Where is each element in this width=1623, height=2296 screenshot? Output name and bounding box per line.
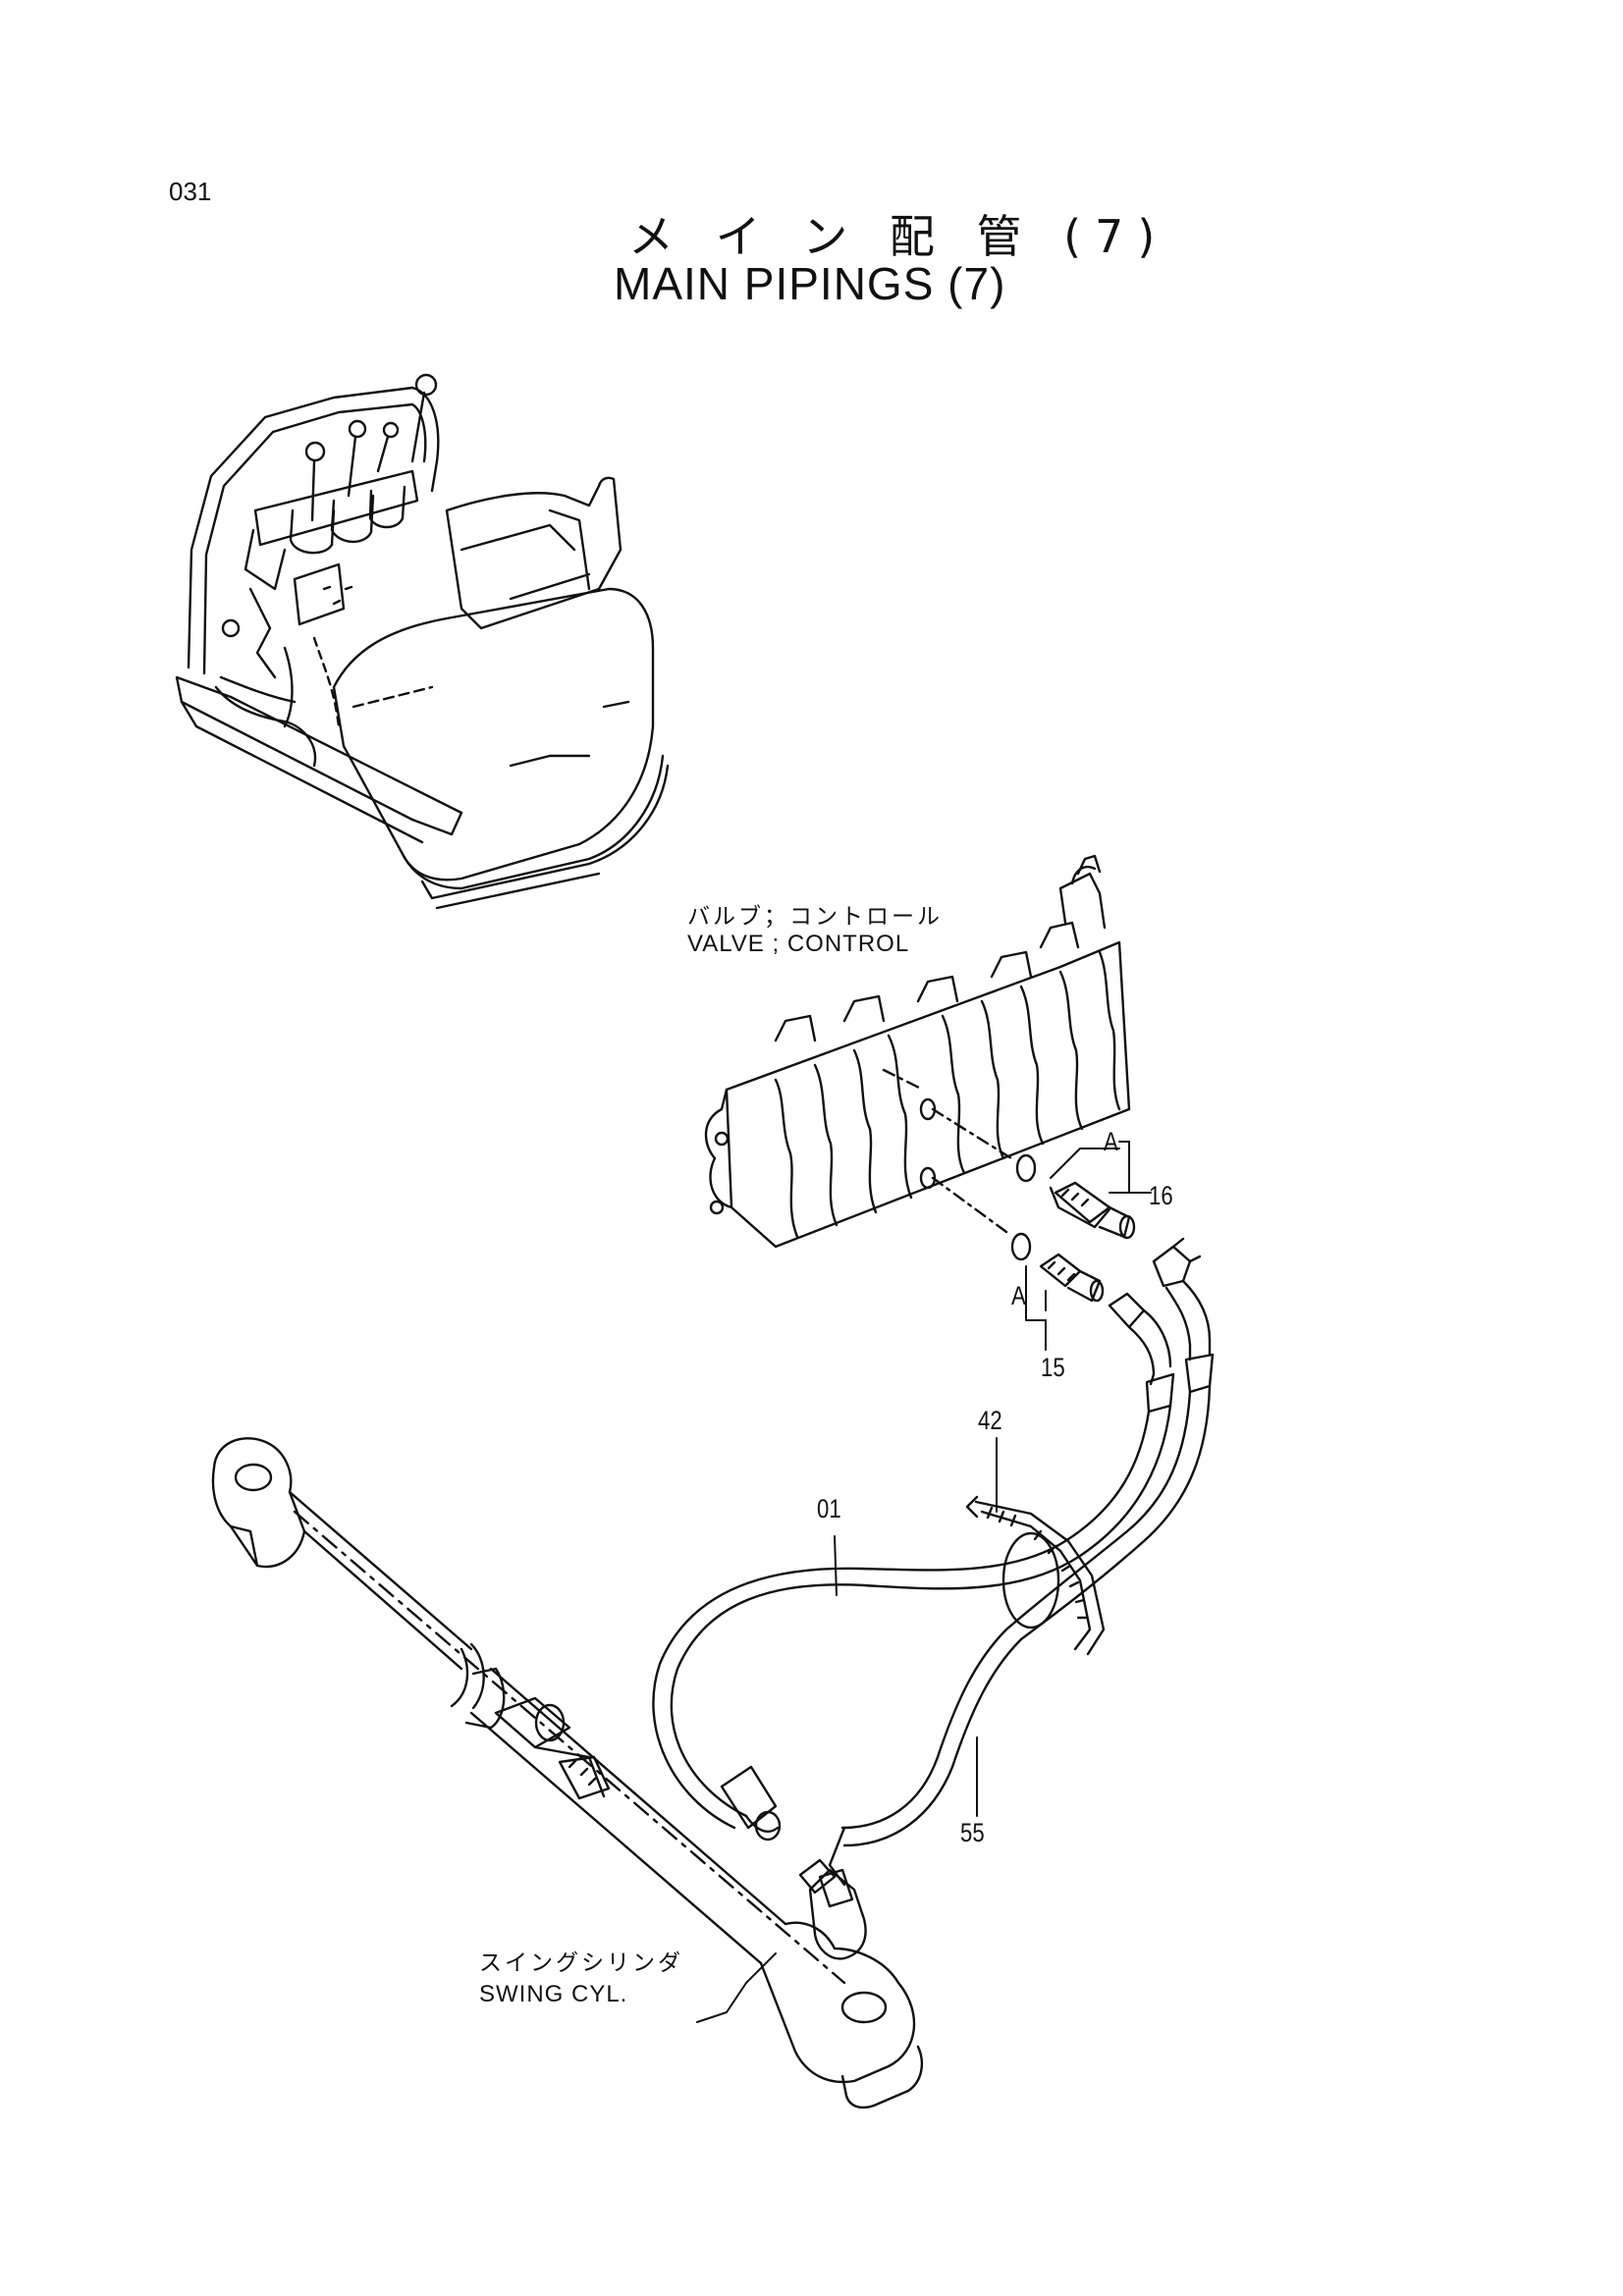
callout-ref-a-lower: A [1011, 1281, 1026, 1310]
swing-cylinder-illustration [213, 1438, 922, 2108]
callout-part-15: 15 [1041, 1353, 1065, 1382]
callout-part-16: 16 [1149, 1181, 1173, 1210]
callout-part-42: 42 [978, 1406, 1002, 1435]
machine-overview-illustration [177, 375, 668, 908]
callout-part-01: 01 [817, 1494, 841, 1523]
page-title-japanese: メ イ ン 配 管 (7) [628, 210, 1169, 263]
callout-leaders [697, 1142, 1151, 2022]
page-number: 031 [169, 177, 212, 206]
swing-cylinder-label-japanese: スイングシリンダ [479, 1950, 683, 1976]
hoses-01-55 [653, 1239, 1213, 1906]
page-title-english: MAIN PIPINGS (7) [614, 258, 1006, 309]
callout-ref-a-upper: A [1104, 1127, 1118, 1156]
control-valve-illustration [706, 856, 1129, 1247]
callout-part-55: 55 [960, 1818, 985, 1847]
control-valve-label-english: VALVE ; CONTROL [687, 931, 910, 957]
control-valve-label-japanese: バルブ；コントロール [687, 904, 943, 930]
swing-cylinder-label-english: SWING CYL. [479, 1981, 628, 2007]
fittings-15-16 [1012, 1155, 1134, 1301]
hose-band-42 [967, 1497, 1104, 1654]
